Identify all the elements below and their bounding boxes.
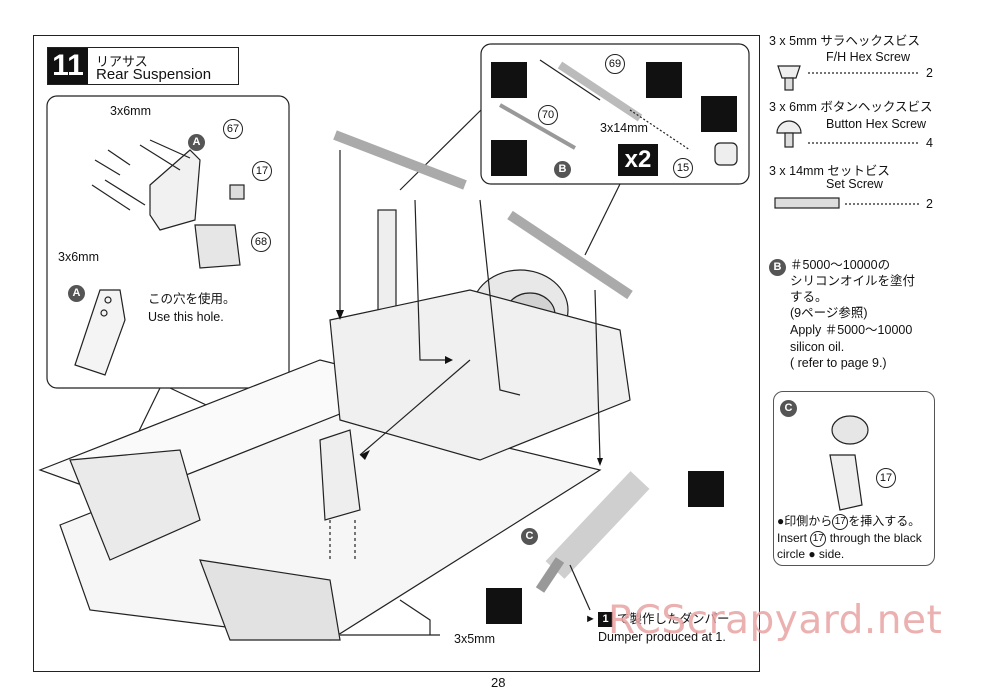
hex-driver-icon [491, 62, 527, 98]
part-qty: 2 [926, 66, 933, 80]
subassembly-panel [46, 95, 290, 389]
turnbuckle-panel [480, 43, 750, 185]
badge-b: B [554, 161, 571, 178]
note-c-en-post: through the black [829, 531, 922, 546]
note-b-line: ＃5000〜10000の [790, 258, 891, 272]
note-c-en-line2: circle ● side. [777, 547, 845, 561]
note-c-jp-post: を挿入する。 [848, 514, 921, 529]
hole-note-jp: この穴を使用。 [148, 292, 236, 306]
badge-c: C [780, 400, 797, 417]
note-b-line: ( refer to page 9.) [790, 356, 887, 370]
step-reference: 1 [598, 612, 613, 627]
part-name-en: F/H Hex Screw [826, 50, 911, 64]
note-c-jp-pre: ●印側から [777, 514, 833, 529]
note-c-en-pre: Insert [777, 531, 808, 546]
hole-note-en: Use this hole. [148, 310, 224, 324]
badge-a: A [188, 134, 205, 151]
part-name-en: Set Screw [826, 177, 883, 191]
oil-bottle-icon [491, 140, 527, 176]
watermark: RCScrapyard.net [608, 598, 943, 643]
note-c-panel [773, 391, 935, 566]
grease-tube-icon [646, 62, 682, 98]
step-number: 11 [48, 48, 88, 84]
part-number: 67 [223, 119, 243, 139]
badge-a: A [68, 285, 85, 302]
part-number: 17 [810, 531, 827, 547]
part-qty: 2 [926, 197, 933, 211]
screw-size-label: 3x5mm [454, 632, 495, 646]
part-number: 69 [605, 54, 625, 74]
damper-note-jp: で製作したダンパー [617, 612, 730, 626]
part-number: 70 [538, 105, 558, 125]
note-b-line: silicon oil. [790, 340, 845, 354]
damper-note-en: Dumper produced at 1. [598, 630, 726, 644]
page-number: 28 [491, 675, 506, 690]
quantity-multiplier: x2 [618, 144, 658, 176]
part-number: 68 [251, 232, 271, 252]
part-name-jp: 3 x 14mm セットビス [769, 164, 890, 178]
hex-driver-icon [688, 471, 724, 507]
instruction-frame [33, 35, 760, 672]
note-b-line: (9ページ参照) [790, 306, 868, 320]
arrow-icon: ► [585, 613, 596, 625]
part-name-en: Button Hex Screw [826, 117, 927, 131]
step-title-en: Rear Suspension [96, 66, 212, 83]
part-qty: 4 [926, 136, 933, 150]
part-number: 17 [876, 468, 896, 488]
part-name-jp: 3 x 6mm ボタンヘックスビス [769, 100, 933, 114]
part-number: 17 [252, 161, 272, 181]
note-b-line: シリコンオイルを塗付 [790, 274, 916, 288]
note-b-line: する。 [790, 290, 828, 304]
hex-driver-icon [701, 96, 737, 132]
part-name-jp: 3 x 5mm サラヘックスビス [769, 34, 921, 48]
step-title-jp: リアサス [96, 54, 148, 69]
note-c-en: Insert 17 through the black [777, 531, 922, 547]
part-number: 17 [832, 514, 849, 530]
badge-c: C [521, 528, 538, 545]
part-number: 15 [673, 158, 693, 178]
hex-driver-icon [486, 588, 522, 624]
screw-size-label: 3x6mm [58, 250, 99, 264]
badge-b: B [769, 259, 786, 276]
step-title-box: 11 リアサス Rear Suspension [47, 47, 239, 85]
screw-size-label: 3x6mm [110, 104, 151, 118]
note-b-line: Apply ＃5000〜10000 [790, 323, 913, 337]
screw-size-label: 3x14mm [600, 121, 648, 135]
